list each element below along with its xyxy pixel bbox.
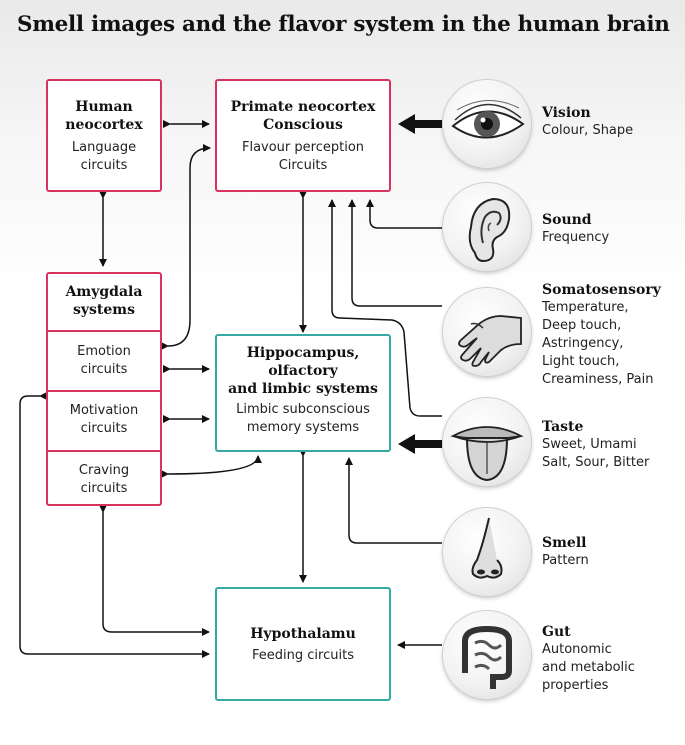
hand-icon <box>443 288 531 376</box>
hypothalamus-body: Feeding circuits <box>252 648 354 663</box>
primate-neocortex-title: Primate neocortex Conscious <box>230 99 376 133</box>
arrow-soma-primate <box>348 199 442 307</box>
sense-taste: Taste Sweet, Umami Salt, Sour, Bitter <box>542 418 649 472</box>
sense-name: Somatosensory <box>542 282 661 298</box>
arrow-sound-primate <box>366 199 442 229</box>
arrow-craving-hippo <box>160 455 262 479</box>
emotion-circuits-cell: Emotion circuits <box>48 330 160 390</box>
sense-desc: Pattern <box>542 553 589 568</box>
sense-desc: Frequency <box>542 230 610 245</box>
sense-desc: Temperature, <box>542 300 629 315</box>
human-neocortex-box: Human neocortex Language circuits <box>46 79 162 192</box>
human-neocortex-title: Human neocortex <box>65 99 143 133</box>
amygdala-box: Amygdala systems Emotion circuits Motiva… <box>46 272 162 506</box>
arrow-smell-hippo <box>345 457 442 544</box>
ear-icon <box>443 183 531 271</box>
sense-name: Sound <box>542 212 592 228</box>
arrow-motivation-hypothalamus <box>19 392 210 658</box>
hippocampus-body: Limbic subconscious memory systems <box>236 402 370 435</box>
human-neocortex-body: Language circuits <box>71 140 137 173</box>
primate-neocortex-box: Primate neocortex Conscious Flavour perc… <box>215 79 391 192</box>
arrow-emotion-primate <box>160 144 211 351</box>
sense-name: Vision <box>542 105 591 121</box>
thick-arrow-taste <box>398 434 442 454</box>
tongue-icon <box>443 398 531 486</box>
arrow-taste-primate <box>328 199 442 417</box>
hypothalamus-title: Hypothalamu <box>250 626 356 642</box>
sense-name: Smell <box>542 535 587 551</box>
primate-neocortex-body: Flavour perception Circuits <box>241 140 365 173</box>
sense-desc: Creaminess, Pain <box>542 372 654 387</box>
sense-desc: Sweet, Umami <box>542 437 637 452</box>
thick-arrow-vision <box>398 114 442 134</box>
sense-desc: and metabolic <box>542 660 635 675</box>
hippocampus-title: Hippocampus, olfactory and limbic system… <box>228 345 378 397</box>
sense-somatosensory: Somatosensory Temperature, Deep touch, A… <box>542 281 661 389</box>
nose-icon <box>443 508 531 596</box>
sense-desc: Light touch, <box>542 354 620 369</box>
motivation-circuits-cell: Motivation circuits <box>48 390 160 450</box>
page-title: Smell images and the flavor system in th… <box>17 12 670 37</box>
sense-desc: properties <box>542 678 609 693</box>
sense-desc: Astringency, <box>542 336 624 351</box>
sense-desc: Deep touch, <box>542 318 622 333</box>
intestine-icon <box>443 611 531 699</box>
sense-name: Taste <box>542 419 584 435</box>
sense-smell: Smell Pattern <box>542 534 589 570</box>
eye-icon <box>443 80 531 168</box>
hippocampus-box: Hippocampus, olfactory and limbic system… <box>215 334 391 452</box>
amygdala-title: Amygdala systems <box>65 284 143 318</box>
hypothalamus-box: Hypothalamu Feeding circuits <box>215 587 391 701</box>
sense-gut: Gut Autonomic and metabolic properties <box>542 623 635 695</box>
sense-sound: Sound Frequency <box>542 211 609 247</box>
craving-circuits-cell: Craving circuits <box>48 450 160 504</box>
sense-desc: Colour, Shape <box>542 123 634 138</box>
sense-desc: Salt, Sour, Bitter <box>542 455 650 470</box>
sense-desc: Autonomic <box>542 642 612 657</box>
arrow-amygdala-hypothalamus <box>99 505 210 636</box>
sense-vision: Vision Colour, Shape <box>542 104 633 140</box>
sense-name: Gut <box>542 624 571 640</box>
